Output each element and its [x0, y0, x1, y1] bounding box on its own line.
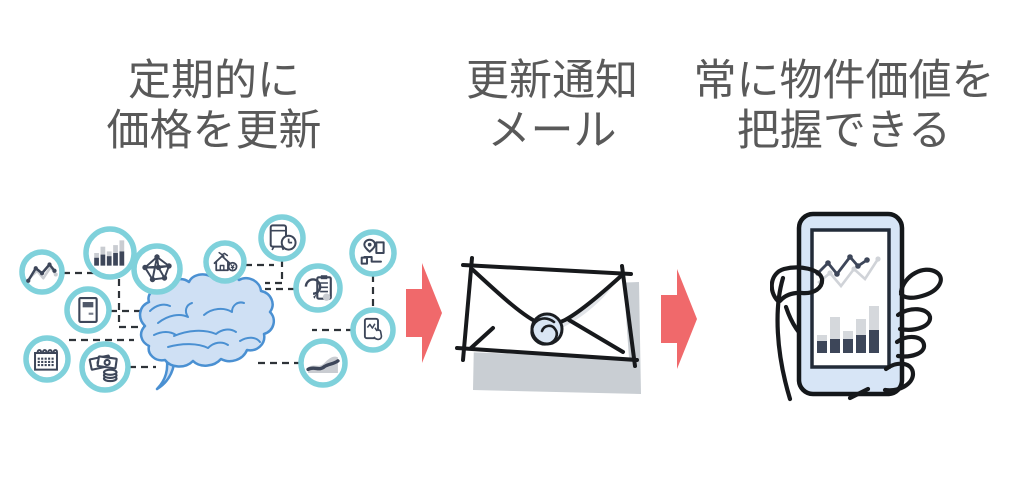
- thumb: [770, 265, 825, 304]
- calendar-icon: [34, 349, 58, 371]
- hand-phone-illustration: [770, 211, 943, 402]
- envelope-body: [465, 266, 629, 358]
- badge-ring: [298, 338, 348, 388]
- fingers: [847, 267, 943, 401]
- badge-ring: [349, 229, 397, 277]
- step-2-title-line2: メール: [487, 107, 617, 155]
- step-3-title: 常に物件価値を 把握できる: [674, 56, 1014, 156]
- area-chart-badge: [298, 338, 348, 388]
- phone-touch-badge: [350, 307, 396, 353]
- map-route-badge: [349, 229, 397, 277]
- wrist-line: [775, 275, 793, 402]
- document-badge: [64, 286, 112, 334]
- clipboard-sync-badge: [293, 263, 343, 313]
- step-1-title: 定期的に 価格を更新: [54, 56, 374, 156]
- calendar-badge: [23, 335, 71, 383]
- flow-arrow-2: [661, 269, 697, 369]
- money-badge: [79, 341, 131, 393]
- step-3-title-line2: 把握できる: [736, 107, 952, 155]
- line-chart-badge: [19, 249, 65, 295]
- brain-stem: [155, 359, 176, 391]
- document-icon: [78, 296, 98, 324]
- step-2-title-line1: 更新通知: [466, 57, 638, 105]
- right-arrow-icon: [406, 263, 442, 363]
- envelope-illustration: [455, 256, 641, 394]
- step-3-title-line1: 常に物件価値を: [693, 57, 995, 105]
- screen-bar-chart: [817, 306, 879, 353]
- data-source-badges: [19, 214, 397, 393]
- step-1-title-line2: 価格を更新: [106, 107, 322, 155]
- house-deal-badge: [203, 240, 247, 284]
- brain-data-sources-illustration: [19, 214, 397, 393]
- right-arrow-icon: [661, 269, 697, 369]
- bar-chart-badge: [83, 226, 137, 280]
- badge-ring: [203, 240, 247, 284]
- step-1-title-line1: 定期的に: [128, 57, 300, 105]
- step-2-title: 更新通知 メール: [432, 56, 672, 156]
- smartphone: [796, 211, 905, 397]
- network-graph-badge: [131, 243, 183, 295]
- flow-arrow-1: [406, 263, 442, 363]
- device-clock-badge: [258, 214, 306, 262]
- wax-seal-icon: [530, 312, 564, 346]
